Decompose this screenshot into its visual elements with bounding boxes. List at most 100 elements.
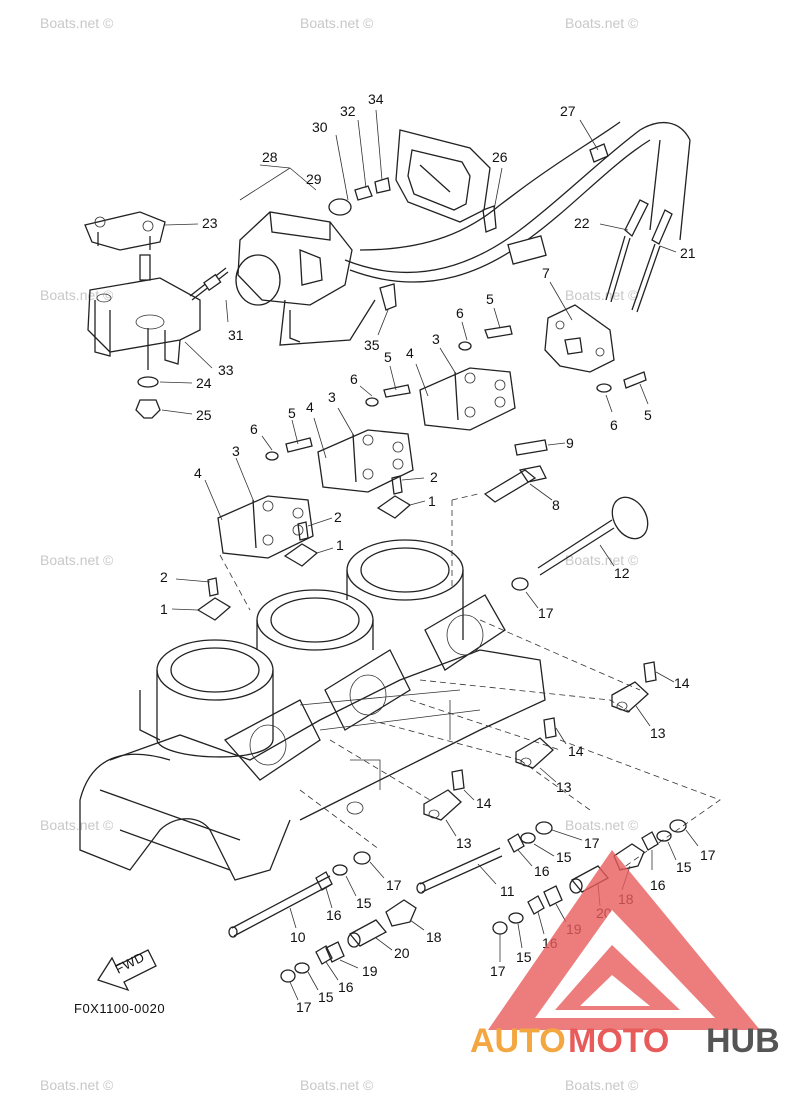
watermark: Boats.net © (40, 552, 114, 568)
watermark: Boats.net © (40, 1077, 114, 1093)
bracket-7 (544, 281, 649, 413)
callout-16: 16 (650, 877, 666, 893)
callout-4: 4 (406, 345, 414, 361)
logo-auto: AUTO (470, 1022, 566, 1060)
callout-22: 22 (574, 215, 590, 231)
watermark: Boats.net © (565, 15, 639, 31)
watermark: Boats.net © (300, 1077, 374, 1093)
callout-4: 4 (194, 465, 202, 481)
callout-21: 21 (680, 245, 696, 261)
callout-16: 16 (326, 907, 342, 923)
callout-5: 5 (288, 405, 296, 421)
callout-14: 14 (568, 743, 584, 759)
callout-26: 26 (492, 149, 508, 165)
sensor-8-9 (483, 439, 566, 503)
clamps (171, 475, 479, 621)
cylinder-block (79, 539, 546, 881)
cable-harness (289, 119, 691, 343)
callout-6: 6 (610, 417, 618, 433)
watermark: Boats.net © (565, 287, 639, 303)
automotohub-logo: AUTO MOTO HUB (470, 850, 780, 1060)
callout-15: 15 (516, 949, 532, 965)
logo-hub: HUB (706, 1022, 780, 1060)
shaft-12 (511, 496, 649, 609)
watermark: Boats.net © (565, 1077, 639, 1093)
callout-16: 16 (338, 979, 354, 995)
callout-6: 6 (250, 421, 258, 437)
callout-9: 9 (566, 435, 574, 451)
electrical-box (189, 109, 391, 346)
watermark: Boats.net © (565, 817, 639, 833)
callout-5: 5 (384, 349, 392, 365)
callout-23: 23 (202, 215, 218, 231)
cable-ends (599, 199, 677, 313)
leader-lines (299, 619, 721, 871)
callout-31: 31 (228, 327, 244, 343)
callout-14: 14 (674, 675, 690, 691)
callout-32: 32 (340, 103, 356, 119)
callout-15: 15 (318, 989, 334, 1005)
callout-34: 34 (368, 91, 384, 107)
callout-5: 5 (486, 291, 494, 307)
callout-7: 7 (542, 265, 550, 281)
callout-17: 17 (490, 963, 506, 979)
callout-16: 16 (534, 863, 550, 879)
callout-20: 20 (394, 945, 410, 961)
logo-moto: MOTO (568, 1022, 669, 1060)
callout-3: 3 (328, 389, 336, 405)
linkage-13b (515, 717, 567, 783)
callout-17: 17 (386, 877, 402, 893)
callout-2: 2 (334, 509, 342, 525)
watermark: Boats.net © (40, 287, 114, 303)
callout-25: 25 (196, 407, 212, 423)
watermark: Boats.net © (40, 817, 114, 833)
callout-11: 11 (500, 883, 515, 899)
callout-6: 6 (456, 305, 464, 321)
callout-1: 1 (160, 601, 168, 617)
callout-1: 1 (336, 537, 344, 553)
callout-13: 13 (556, 779, 572, 795)
callout-15: 15 (676, 859, 692, 875)
reed-valve-left (204, 419, 314, 611)
callout-4: 4 (306, 399, 314, 415)
callout-15: 15 (356, 895, 372, 911)
callout-1: 1 (428, 493, 436, 509)
linkage-13c (423, 769, 475, 837)
watermark: Boats.net © (565, 552, 639, 568)
callout-13: 13 (456, 835, 472, 851)
callout-6: 6 (350, 371, 358, 387)
callout-30: 30 (312, 119, 328, 135)
drawing-code: F0X1100-0020 (74, 1001, 165, 1016)
watermark: Boats.net © (40, 15, 114, 31)
small-parts (280, 819, 699, 1001)
callout-2: 2 (430, 469, 438, 485)
callout-29: 29 (306, 171, 322, 187)
callout-24: 24 (196, 375, 212, 391)
callout-8: 8 (552, 497, 560, 513)
linkage-13a (611, 661, 675, 727)
callout-19: 19 (362, 963, 378, 979)
callout-35: 35 (364, 337, 380, 353)
gasket-panel (395, 129, 491, 223)
shaft-10 (228, 875, 333, 938)
callout-3: 3 (432, 331, 440, 347)
callout-28: 28 (262, 149, 278, 165)
watermarks: Boats.net © Boats.net © Boats.net © Boat… (40, 15, 639, 1093)
callout-17: 17 (296, 999, 312, 1015)
callout-10: 10 (290, 929, 306, 945)
callout-14: 14 (476, 795, 492, 811)
callout-3: 3 (232, 443, 240, 459)
bracket-assembly (84, 211, 213, 419)
reed-valve-right (415, 307, 516, 431)
fwd-arrow-icon: FWD (97, 949, 157, 992)
reed-valve-middle (313, 365, 414, 493)
watermark: Boats.net © (300, 15, 374, 31)
callout-12: 12 (614, 565, 630, 581)
callout-33: 33 (218, 362, 234, 378)
callout-5: 5 (644, 407, 652, 423)
callout-27: 27 (560, 103, 576, 119)
callout-17: 17 (700, 847, 716, 863)
callout-2: 2 (160, 569, 168, 585)
callout-17: 17 (584, 835, 600, 851)
